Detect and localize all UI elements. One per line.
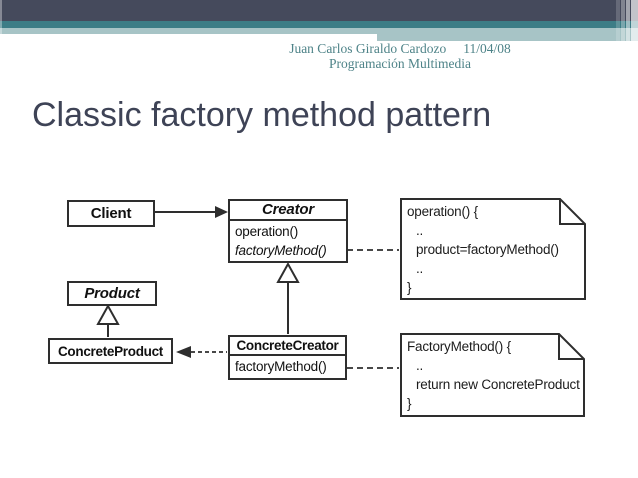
note-shape-icon: [400, 333, 585, 417]
class-concretecreator: ConcreteCreator factoryMethod(): [228, 335, 347, 380]
banner-bar-dark: [0, 0, 638, 21]
note-factorymethod-code-text: FactoryMethod() { .. return new Concrete…: [400, 333, 585, 417]
generalization-triangle-icon: [96, 303, 120, 325]
method-operation: operation(): [235, 224, 299, 239]
banner-bar-light: [0, 28, 638, 34]
banner-stripe: [616, 0, 620, 41]
note-line: }: [407, 280, 412, 295]
note-line: ..: [416, 223, 424, 238]
header-line-1: Juan Carlos Giraldo Cardozo 11/04/08: [240, 41, 560, 56]
note-line: }: [407, 396, 412, 411]
class-client: Client: [67, 200, 155, 227]
note-line: product=factoryMethod(): [416, 242, 559, 257]
banner-stripe: [626, 0, 630, 41]
method-factorymethod-abstract: factoryMethod(): [235, 243, 327, 258]
class-client-name: Client: [90, 205, 132, 222]
banner-bar-teal: [0, 21, 638, 28]
class-product: Product: [67, 281, 157, 306]
class-creator-methods: operation() factoryMethod(): [230, 221, 346, 260]
class-concreteproduct: ConcreteProduct: [48, 338, 173, 364]
method-factorymethod-concrete: factoryMethod(): [235, 359, 327, 374]
class-concretecreator-name: ConcreteCreator: [230, 337, 345, 356]
association-arrowhead-icon: [215, 206, 228, 218]
author-text: Juan Carlos Giraldo Cardozo: [289, 41, 447, 56]
banner-bar-light-extension: [377, 28, 638, 41]
generalization-triangle-icon: [276, 261, 300, 283]
note-line: ..: [416, 358, 424, 373]
slide-title: Classic factory method pattern: [32, 96, 492, 134]
course-text: Programación Multimedia: [328, 56, 472, 71]
class-creator: Creator operation() factoryMethod(): [228, 199, 348, 263]
date-text: 11/04/08: [463, 41, 511, 56]
note-creator-code-text: operation() { .. product=factoryMethod()…: [400, 198, 586, 300]
note-factorymethod-code: FactoryMethod() { .. return new Concrete…: [400, 333, 585, 417]
class-concretecreator-methods: factoryMethod(): [230, 356, 345, 376]
dependency-arrowhead-icon: [176, 346, 191, 358]
note-line: operation() {: [407, 204, 478, 219]
note-line: return new ConcreteProduct: [416, 377, 580, 392]
banner-stripe: [621, 0, 625, 41]
banner-stripe: [0, 0, 2, 41]
banner-stripe: [631, 0, 638, 41]
note-shape-icon: [400, 198, 586, 300]
note-line: FactoryMethod() {: [407, 339, 511, 354]
slide-header: Juan Carlos Giraldo Cardozo 11/04/08 Prog…: [240, 41, 560, 71]
class-creator-name: Creator: [230, 201, 346, 221]
class-concreteproduct-name: ConcreteProduct: [57, 343, 164, 359]
note-creator-code: operation() { .. product=factoryMethod()…: [400, 198, 586, 300]
note-line: ..: [416, 261, 424, 276]
class-product-name: Product: [84, 285, 140, 302]
